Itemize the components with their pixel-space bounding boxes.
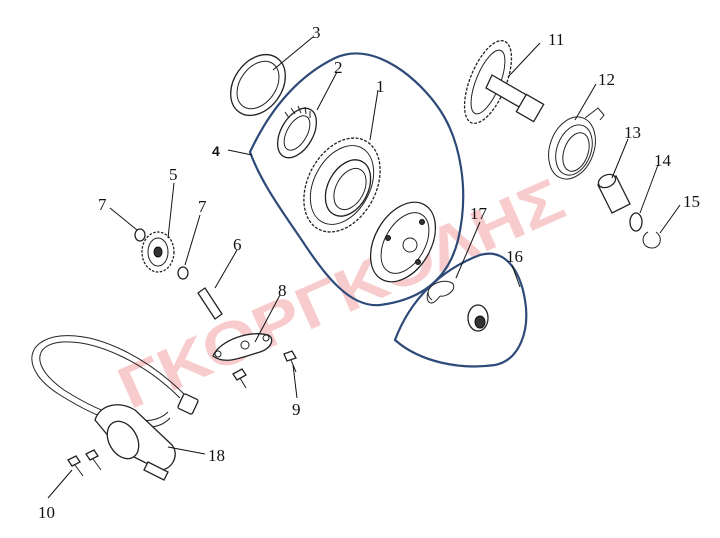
callout-3: 3 bbox=[312, 23, 321, 42]
circlip-part bbox=[642, 231, 661, 249]
washer-ring-part bbox=[230, 54, 286, 116]
starter-pinion-part bbox=[467, 304, 489, 332]
callout-6: 6 bbox=[233, 235, 242, 254]
callout-8: 8 bbox=[278, 281, 287, 300]
callout-7-left: 7 bbox=[98, 195, 107, 214]
bolt-10a-part bbox=[67, 455, 84, 477]
callout-17: 17 bbox=[470, 204, 488, 223]
pin-part bbox=[197, 287, 223, 320]
callout-11: 11 bbox=[548, 30, 564, 49]
starter-motor-part bbox=[31, 335, 199, 481]
bolt-10b-part bbox=[85, 449, 102, 471]
torsion-spring-part bbox=[548, 107, 605, 180]
starter-gear-part bbox=[303, 137, 381, 233]
starter-clutch-part bbox=[369, 201, 437, 283]
callout-13: 13 bbox=[624, 123, 641, 142]
callout-1: 1 bbox=[376, 77, 385, 96]
callout-10: 10 bbox=[38, 503, 55, 522]
small-washer-part bbox=[629, 212, 643, 232]
bushing-part bbox=[597, 173, 631, 214]
callout-16: 16 bbox=[506, 247, 523, 266]
small-gear-part bbox=[141, 231, 175, 273]
callout-4: 4 bbox=[212, 143, 220, 159]
spring-clip-part bbox=[426, 280, 455, 304]
callout-18: 18 bbox=[208, 446, 225, 465]
washer-left-part bbox=[134, 228, 146, 242]
callout-2: 2 bbox=[334, 58, 343, 77]
callout-14: 14 bbox=[654, 151, 672, 170]
kick-shaft-part bbox=[463, 40, 545, 124]
callout-7-right: 7 bbox=[198, 197, 207, 216]
leader-lines bbox=[47, 36, 681, 499]
needle-bearing-part bbox=[277, 105, 317, 159]
callout-15: 15 bbox=[683, 192, 700, 211]
washer-right-part bbox=[177, 266, 189, 280]
plate-part bbox=[212, 333, 273, 361]
group-outline-16 bbox=[393, 252, 528, 368]
group-outline-4 bbox=[248, 52, 465, 307]
callout-9: 9 bbox=[292, 400, 301, 419]
callout-12: 12 bbox=[598, 70, 615, 89]
bolt-9a-part bbox=[232, 368, 247, 389]
bolt-9b-part bbox=[283, 350, 297, 373]
callout-5: 5 bbox=[169, 165, 178, 184]
